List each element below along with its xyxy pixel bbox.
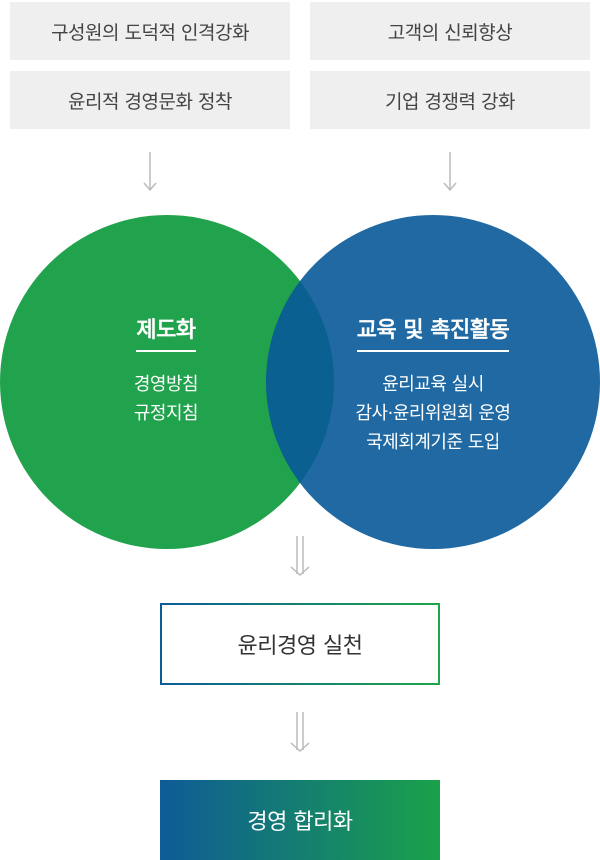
education-promotion-circle [266,215,600,549]
left-circle-item: 경영방침 [133,374,199,395]
right-circle-items: 윤리교육 실시 감사·윤리위원회 운영 국제회계기준 도입 [310,370,556,457]
right-circle-item: 윤리교육 실시 [382,374,484,395]
right-circle-title: 교육 및 촉진활동 [356,312,510,352]
management-rationalization-label: 경영 합리화 [247,810,353,835]
down-arrow-icon [443,152,457,192]
management-rationalization-box: 경영 합리화 [160,780,440,860]
left-circle-item: 규정지침 [133,403,199,424]
goal-box-right-1: 고객의 신뢰향상 [310,2,590,60]
left-circle-content: 제도화 경영방침 규정지침 [66,312,266,428]
double-down-arrow-icon [290,536,310,577]
goal-box-left-2: 윤리적 경영문화 정착 [10,71,290,129]
down-arrow-icon [143,152,157,192]
goal-box-right-2: 기업 경쟁력 강화 [310,71,590,129]
goal-box-left-1: 구성원의 도덕적 인격강화 [10,2,290,60]
ethics-practice-box: 윤리경영 실천 [160,603,440,685]
left-circle-title: 제도화 [136,312,196,352]
double-down-arrow-icon [290,712,310,753]
ethics-practice-label: 윤리경영 실천 [237,634,363,659]
left-circle-items: 경영방침 규정지침 [66,370,266,428]
right-circle-item: 국제회계기준 도입 [366,432,500,453]
right-circle-content: 교육 및 촉진활동 윤리교육 실시 감사·윤리위원회 운영 국제회계기준 도입 [310,312,556,457]
right-circle-item: 감사·윤리위원회 운영 [355,403,511,424]
